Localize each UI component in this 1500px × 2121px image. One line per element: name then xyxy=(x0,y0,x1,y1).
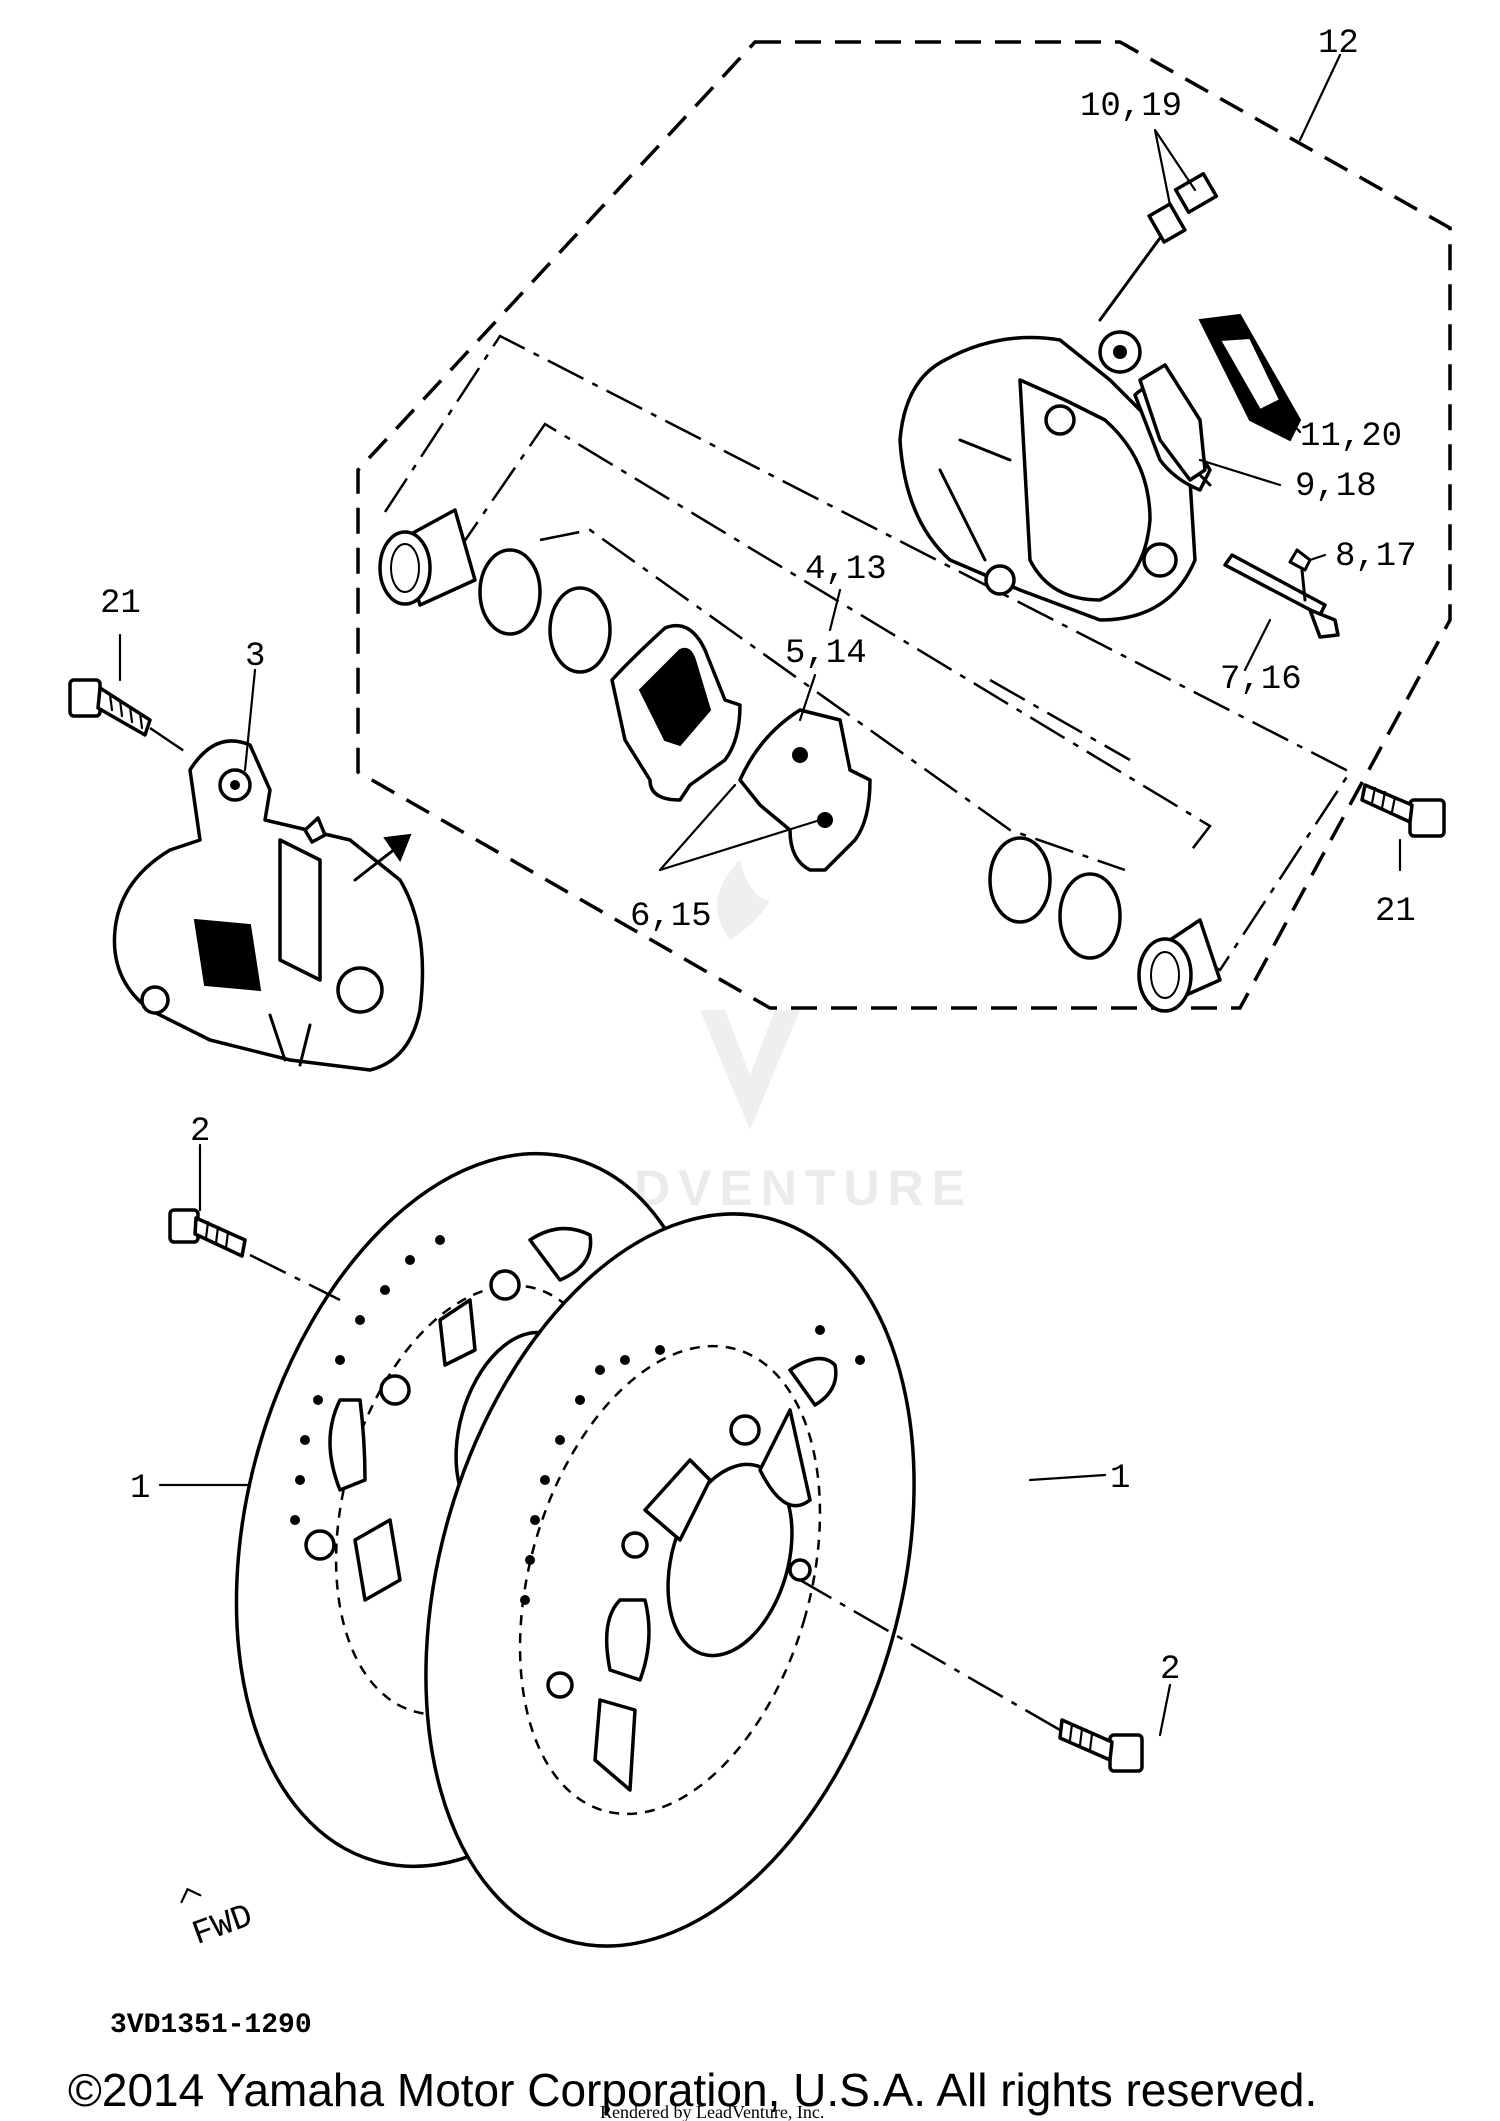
piston-part-4-13-left xyxy=(378,508,477,607)
pad-spring-part-9-18 xyxy=(1138,363,1212,487)
callout-9-18: 9,18 xyxy=(1295,468,1377,506)
brake-caliper-part-3 xyxy=(112,739,425,1072)
drawing-code: 3VD1351-1290 xyxy=(110,2010,312,2041)
callout-1-right: 1 xyxy=(1110,1460,1130,1498)
pad-pin-part-7-16 xyxy=(1223,553,1340,639)
rendered-by-credit: Rendered by LeadVenture, Inc. xyxy=(600,2102,824,2121)
callout-1-left: 1 xyxy=(130,1470,150,1508)
left-disc-vents xyxy=(290,1226,593,1602)
callout-2-top: 2 xyxy=(190,1113,210,1151)
pad-shim-part-11-20 xyxy=(1198,313,1302,442)
disc-bolt-part-2-bottom xyxy=(799,1578,1144,1773)
pad-clip-part-8-17 xyxy=(1288,548,1312,602)
callout-6-15: 6,15 xyxy=(630,898,712,936)
caliper-bolt-part-21-right xyxy=(1360,783,1446,838)
callout-2-bottom: 2 xyxy=(1160,1651,1180,1689)
callout-10-19: 10,19 xyxy=(1080,88,1182,126)
callout-7-16: 7,16 xyxy=(1220,661,1302,699)
forward-direction-mark: FWD xyxy=(180,1887,259,1955)
assembly-guide-line-inner xyxy=(453,422,1212,853)
assembly-direction-arrow xyxy=(353,833,412,882)
copyright-notice: ©2014 Yamaha Motor Corporation, U.S.A. A… xyxy=(68,2064,1317,2116)
callout-11-20: 11,20 xyxy=(1300,418,1402,456)
callout-12: 12 xyxy=(1318,25,1359,63)
callout-4-13: 4,13 xyxy=(805,551,887,589)
caliper-bolt-part-21-left xyxy=(68,678,191,757)
callout-8-17: 8,17 xyxy=(1335,538,1417,576)
leader-lines xyxy=(118,53,1402,1737)
brake-pad-part-6-15-front xyxy=(738,708,872,872)
callout-21-left: 21 xyxy=(100,585,141,623)
fwd-text: FWD xyxy=(188,1898,259,1955)
callout-21-right: 21 xyxy=(1375,893,1416,931)
brake-pad-part-6-15-rear xyxy=(610,623,742,802)
piston-part-4-13-right xyxy=(1137,918,1222,1013)
piston-seal-part-5-14 xyxy=(478,548,1122,960)
assembly-guide-line-seal xyxy=(539,528,1126,872)
callout-3: 3 xyxy=(245,638,265,676)
caliper-assembly-boundary xyxy=(356,40,1452,1010)
callout-labels: 12 10,19 11,20 9,18 8,17 4,13 5,14 7,16 … xyxy=(100,25,1417,1689)
brake-disc-part-1-right xyxy=(424,1212,916,1948)
assembly-guide-line-outer xyxy=(383,334,1352,972)
bleed-screw-part-10-19 xyxy=(1098,171,1219,322)
callout-5-14: 5,14 xyxy=(785,635,867,673)
disc-bolt-part-2-top xyxy=(168,1208,341,1302)
